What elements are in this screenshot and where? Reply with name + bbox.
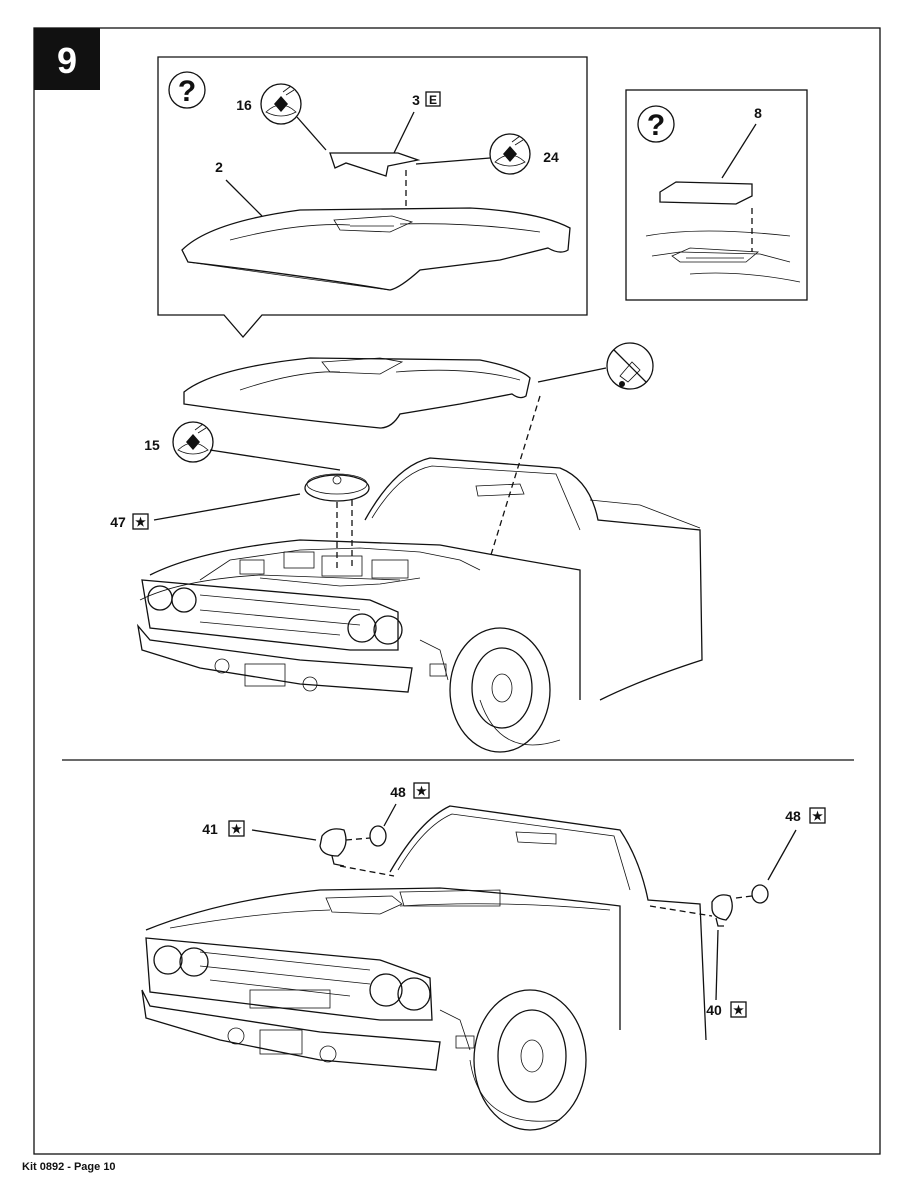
glue-icon xyxy=(260,83,302,125)
part-label-48-right: 48 xyxy=(785,808,801,824)
lower-assembly-view: 48 ★ 41 ★ 48 ★ 40 ★ xyxy=(141,782,826,1131)
svg-text:?: ? xyxy=(178,75,196,108)
hood-detail-callout: ? 16 3 E 24 2 xyxy=(157,56,588,338)
hood-scoop-part xyxy=(329,152,421,177)
car-illustration-lower xyxy=(141,805,707,1131)
step-number-block xyxy=(34,28,100,90)
help-icon: ? xyxy=(168,71,206,109)
part-label-48: 48 xyxy=(390,784,406,800)
air-cleaner-part xyxy=(304,473,370,502)
step-number: 9 xyxy=(57,40,77,81)
mirror-right-part xyxy=(711,894,733,927)
hood-part xyxy=(181,207,571,291)
filter-detail-inset: ? 8 xyxy=(625,89,808,301)
star-badge: ★ xyxy=(812,809,823,823)
star-badge: ★ xyxy=(416,784,427,798)
glue-icon xyxy=(172,421,214,463)
car-illustration-upper xyxy=(136,457,703,753)
star-badge: ★ xyxy=(135,515,146,529)
no-glue-icon xyxy=(606,342,654,390)
part-label-40: 40 xyxy=(706,1002,722,1018)
svg-text:?: ? xyxy=(647,109,665,142)
star-badge: ★ xyxy=(733,1003,744,1017)
star-badge: ★ xyxy=(231,822,242,836)
part-label-16: 16 xyxy=(236,97,252,113)
mirror-left-part xyxy=(319,828,347,867)
part-label-15: 15 xyxy=(144,437,160,453)
part-badge-box xyxy=(425,91,441,107)
part-label-41: 41 xyxy=(202,821,218,837)
help-icon: ? xyxy=(637,105,675,143)
mirror-glass-part-right xyxy=(751,884,769,904)
page-footer: Kit 0892 - Page 10 xyxy=(22,1161,116,1173)
part-label-8: 8 xyxy=(754,105,762,121)
part-label-24: 24 xyxy=(543,149,559,165)
main-assembly-view: 15 47 ★ xyxy=(110,342,703,753)
part-label-47: 47 xyxy=(110,514,126,530)
part-label-3: 3 xyxy=(412,92,420,108)
filter-gasket-part xyxy=(659,181,753,205)
hood-assembly xyxy=(183,357,531,429)
mirror-glass-part xyxy=(369,825,387,847)
glue-icon xyxy=(489,133,531,175)
page-frame xyxy=(33,27,881,1155)
part-label-2: 2 xyxy=(215,159,223,175)
part-badge-letter: E xyxy=(429,93,437,107)
